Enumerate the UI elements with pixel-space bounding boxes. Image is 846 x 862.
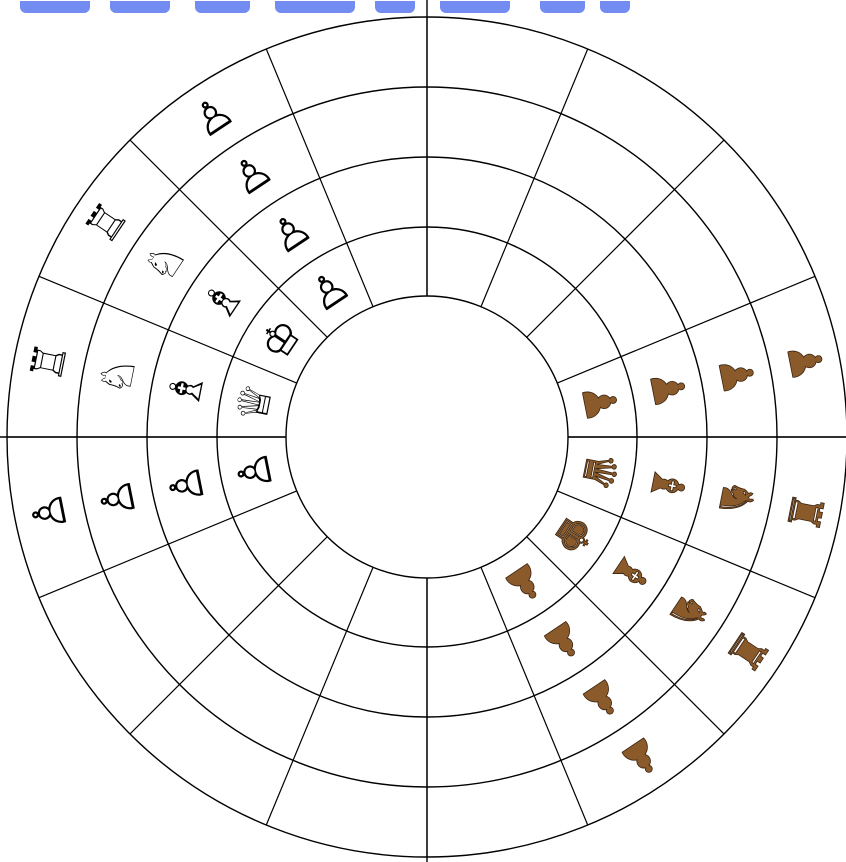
white-pawn-piece[interactable]: ♙ xyxy=(158,460,216,509)
white-rook-piece[interactable]: ♖ xyxy=(75,193,139,254)
white-pawn-piece[interactable]: ♙ xyxy=(21,488,79,537)
black-pawn-piece[interactable]: ♟ xyxy=(533,609,594,673)
white-rook-piece[interactable]: ♖ xyxy=(21,338,79,387)
white-pawn-piece[interactable]: ♙ xyxy=(226,447,284,496)
black-pawn-piece[interactable]: ♟ xyxy=(638,365,696,414)
black-bishop-piece[interactable]: ♝ xyxy=(599,543,663,604)
black-pawn-piece[interactable]: ♟ xyxy=(610,725,671,789)
black-knight-piece[interactable]: ♞ xyxy=(657,581,721,642)
sector-divider xyxy=(527,140,724,337)
black-pawn-piece[interactable]: ♟ xyxy=(707,351,765,400)
white-pawn-piece[interactable]: ♙ xyxy=(299,259,360,323)
black-pawn-piece[interactable]: ♟ xyxy=(570,378,628,427)
black-bishop-piece[interactable]: ♝ xyxy=(638,460,696,509)
white-knight-piece[interactable]: ♘ xyxy=(133,231,197,292)
white-knight-piece[interactable]: ♘ xyxy=(89,351,147,400)
white-pawn-piece[interactable]: ♙ xyxy=(89,474,147,523)
sector-divider xyxy=(481,49,588,307)
board-center-hole xyxy=(286,296,568,578)
black-pawn-piece[interactable]: ♟ xyxy=(494,551,555,615)
black-pawn-piece[interactable]: ♟ xyxy=(776,338,834,387)
white-queen-piece[interactable]: ♕ xyxy=(226,378,284,427)
white-king-piece[interactable]: ♔ xyxy=(249,309,313,370)
black-rook-piece[interactable]: ♜ xyxy=(715,620,779,681)
white-pawn-piece[interactable]: ♙ xyxy=(260,201,321,265)
white-pawn-piece[interactable]: ♙ xyxy=(183,85,244,149)
black-king-piece[interactable]: ♚ xyxy=(541,504,605,565)
black-pawn-piece[interactable]: ♟ xyxy=(571,667,632,731)
black-queen-piece[interactable]: ♛ xyxy=(570,447,628,496)
sector-divider xyxy=(130,537,327,734)
black-rook-piece[interactable]: ♜ xyxy=(776,488,834,537)
white-bishop-piece[interactable]: ♗ xyxy=(158,365,216,414)
sector-divider xyxy=(266,567,373,825)
white-pawn-piece[interactable]: ♙ xyxy=(221,143,282,207)
black-knight-piece[interactable]: ♞ xyxy=(707,474,765,523)
white-bishop-piece[interactable]: ♗ xyxy=(191,270,255,331)
